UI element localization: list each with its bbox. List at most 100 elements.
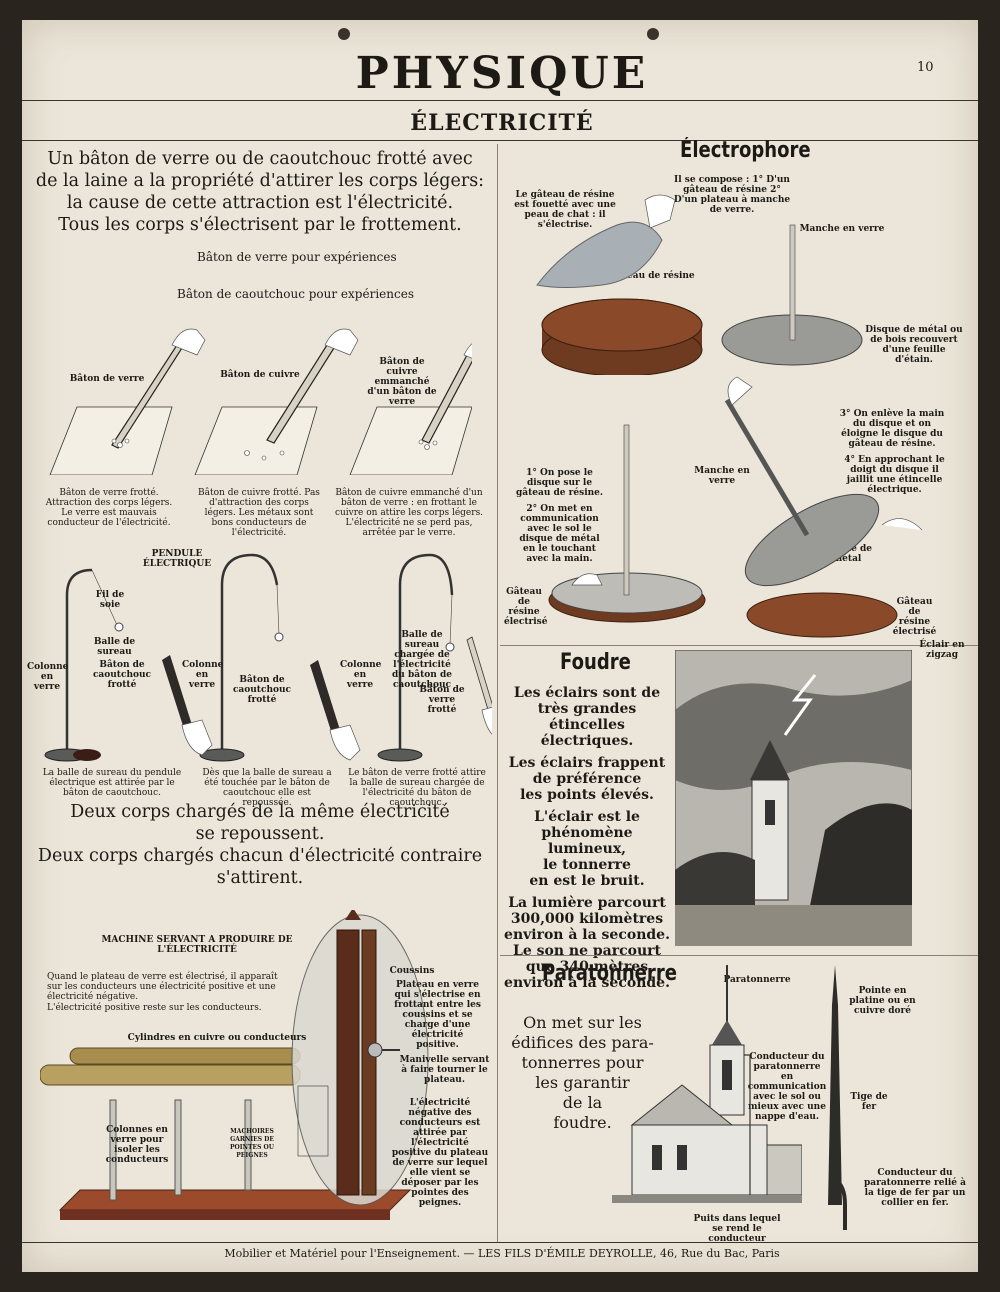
- footer-rule: [22, 1242, 978, 1243]
- label-rubber-rod: Bâton de caoutchouc frotté: [232, 675, 292, 705]
- label-iron-collar-conductor: Conducteur du paratonnerre relié à la ti…: [863, 1168, 966, 1208]
- label-glass-plate: Plateau en verre qui s'électrise en frot…: [394, 980, 481, 1050]
- label-cushions: Coussins: [389, 966, 435, 976]
- label-glass-handle: Manche en verre: [799, 224, 885, 234]
- pendulum-caption-1: La balle de sureau du pendule électrique…: [42, 768, 182, 798]
- foudre-line: 300,000 kilomètres: [510, 911, 664, 927]
- label-copper-glass-rod: Bâton de cuivre emmanché d'un bâton de v…: [367, 357, 437, 407]
- electrophore-composition: Il se compose : 1° D'un gâteau de résine…: [673, 175, 791, 215]
- label-well: Puits dans lequel se rend le conducteur: [693, 1214, 781, 1244]
- law-line: Deux corps chargés chacun d'électricité …: [37, 846, 483, 866]
- foudre-line: environ à la seconde.: [504, 927, 670, 943]
- paratonnerre-line: foudre.: [553, 1113, 612, 1132]
- foudre-line: L'éclair est le: [534, 809, 640, 825]
- label-jaws: MACHOIRES GARNIES DE POINTES OU PEIGNES: [230, 1128, 274, 1159]
- label-columns: Colonnes en verre pour isoler les conduc…: [105, 1125, 169, 1165]
- foudre-text: Les éclairs sont de très grandes étincel…: [502, 685, 672, 991]
- intro-text: Un bâton de verre ou de caoutchouc frott…: [26, 148, 494, 236]
- label-zigzag-lightning: Éclair en zigzag: [919, 640, 965, 660]
- foudre-title: Foudre: [560, 650, 631, 675]
- poster-subtitle: ÉLECTRICITÉ: [410, 110, 594, 136]
- intro-line: Un bâton de verre ou de caoutchouc frott…: [47, 149, 473, 169]
- foudre-line: très grandes étincelles: [537, 701, 637, 733]
- foudre-line: les points élevés.: [520, 787, 654, 803]
- foudre-line: le tonnerre: [543, 857, 631, 873]
- label-copper-rod: Bâton de cuivre: [220, 370, 300, 380]
- lightning-church-engraving: [675, 650, 912, 946]
- church-lightning-rod-illustration: [612, 965, 802, 1203]
- header-rule: [22, 100, 978, 101]
- step-4: 4° En approchant le doigt du disque il j…: [844, 455, 945, 495]
- foudre-line: La lumière parcourt: [508, 895, 666, 911]
- plate-number: 10: [917, 60, 934, 75]
- law-line: se repoussent.: [195, 824, 325, 844]
- label-charged-ball: Balle de sureau chargée de l'électricité…: [392, 630, 452, 690]
- label-glass-column: Colonne en verre: [340, 660, 382, 690]
- foudre-line: en est le bruit.: [529, 873, 645, 889]
- intro-line: Tous les corps s'électrisent par le frot…: [58, 215, 462, 235]
- foudre-line: de préférence: [532, 771, 642, 787]
- label-electrified-cake: Gâteau de résine électrisé: [504, 587, 548, 627]
- footer-publisher: Mobilier et Matériel pour l'Enseignement…: [224, 1247, 780, 1260]
- item-rubber-rod: Bâton de caoutchouc pour expériences: [177, 287, 414, 301]
- paratonnerre-line: édifices des para-: [511, 1033, 654, 1052]
- electrophore-title: Électrophore: [680, 138, 811, 163]
- lightning-rod-detail: [828, 965, 847, 1230]
- paratonnerre-title: Paratonnerre: [542, 961, 677, 986]
- foudre-line: environ à la seconde.: [504, 975, 670, 991]
- foudre-line: Les éclairs frappent: [508, 755, 666, 771]
- foudre-line: que 340 mètres: [525, 959, 649, 975]
- machine-intro: Quand le plateau de verre est électrisé,…: [47, 972, 278, 1002]
- hanging-hole: [338, 28, 350, 40]
- label-cylinders: Cylindres en cuivre ou conducteurs: [127, 1033, 307, 1043]
- paratonnerre-line: tonnerres pour: [521, 1053, 644, 1072]
- label-resin-cake: Gâteau de résine: [609, 271, 695, 281]
- electrophore-parts-illustration: [536, 194, 863, 375]
- label-elder-ball: Balle de sureau: [93, 637, 136, 657]
- foudre-line: phénomène lumineux,: [541, 825, 633, 857]
- section-rule: [500, 645, 978, 646]
- hanging-hole: [647, 28, 659, 40]
- step-1: 1° On pose le disque sur le gâteau de ré…: [515, 468, 604, 498]
- law-line: Deux corps chargés de la même électricit…: [70, 802, 450, 822]
- label-iron-rod: Tige de fer: [850, 1092, 888, 1112]
- label-glass-column: Colonne en verre: [27, 662, 69, 692]
- caption-glass-rod: Bâton de verre frotté. Attraction des co…: [45, 488, 173, 528]
- label-platinum-tip: Pointe en platine ou en cuivre doré: [849, 986, 916, 1016]
- paratonnerre-line: On met sur les: [523, 1013, 642, 1032]
- foudre-line: Le son ne parcourt: [513, 943, 661, 959]
- label-glass-handle-2: Manche en verre: [694, 466, 750, 486]
- pendulum-illustration: [44, 553, 492, 762]
- poster-board: PHYSIQUE 10 ÉLECTRICITÉ Un bâton de verr…: [22, 20, 978, 1272]
- label-negative-electricity: L'électricité négative des conducteurs e…: [391, 1098, 489, 1208]
- pendulum-caption-3: Le bâton de verre frotté attire la balle…: [348, 768, 486, 808]
- caption-copper-glass-rod: Bâton de cuivre emmanché d'un bâton de v…: [334, 488, 484, 538]
- pendulum-title: PENDULE ÉLECTRIQUE: [142, 549, 212, 569]
- step-2: 2° On met en communication avec le sol l…: [519, 504, 600, 564]
- label-electrified-cake-2: Gâteau de résine électrisé: [892, 597, 937, 637]
- label-crank: Manivelle servant à faire tourner le pla…: [399, 1055, 490, 1085]
- electric-law: Deux corps chargés de la même électricit…: [26, 801, 494, 889]
- machine-title: MACHINE SERVANT A PRODUIRE DE L'ÉLECTRIC…: [101, 935, 293, 955]
- step-3: 3° On enlève la main du disque et on élo…: [839, 409, 945, 449]
- paratonnerre-line: les garantir: [535, 1073, 630, 1092]
- poster-title: PHYSIQUE: [355, 48, 649, 99]
- electrostatic-machine-illustration: [40, 910, 429, 1220]
- label-rubber-rod: Bâton de caoutchouc frotté: [92, 660, 152, 690]
- foudre-line: électriques.: [540, 733, 634, 749]
- pendulum-caption-2: Dès que la balle de sureau a été touchée…: [202, 768, 332, 808]
- label-rod-conductor: Conducteur du paratonnerre en communicat…: [747, 1052, 827, 1122]
- electrophore-steps-illustration: [548, 376, 923, 638]
- paratonnerre-text: On met sur les édifices des para- tonner…: [500, 1013, 665, 1133]
- label-glass-column: Colonne en verre: [182, 660, 224, 690]
- label-lightning-rod: Paratonnerre: [723, 975, 791, 985]
- machine-positive: L'électricité positive reste sur les con…: [47, 1003, 262, 1013]
- caption-copper-rod: Bâton de cuivre frotté. Pas d'attraction…: [198, 488, 320, 538]
- label-silk-thread: Fil de soie: [95, 590, 125, 610]
- section-rule: [500, 955, 978, 956]
- paratonnerre-line: de la: [562, 1093, 603, 1112]
- intro-line: de la laine a la propriété d'attirer les…: [35, 171, 485, 191]
- foudre-line: Les éclairs sont de: [513, 685, 661, 701]
- intro-line: la cause de cette attraction est l'élect…: [66, 193, 454, 213]
- rods-illustration: [49, 328, 472, 475]
